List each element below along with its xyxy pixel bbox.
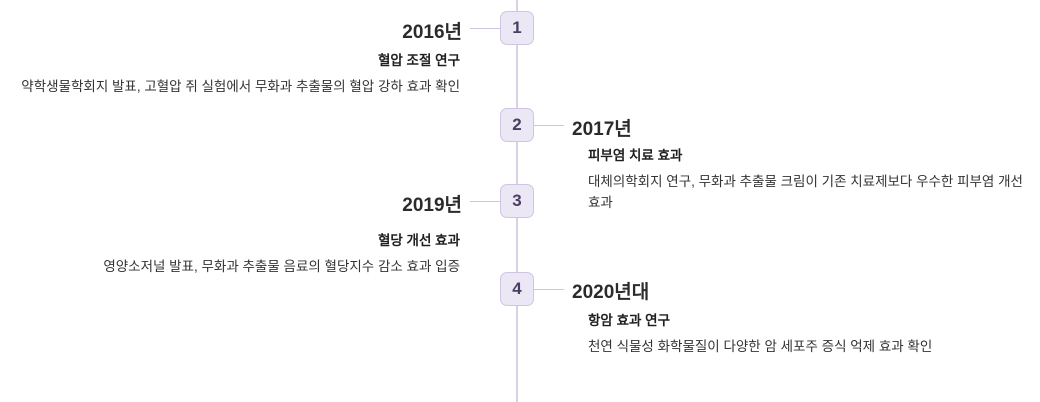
timeline-connector-1	[470, 28, 500, 29]
timeline-marker-2: 2	[500, 108, 534, 142]
timeline-year-3: 2019년	[402, 195, 462, 216]
timeline-connector-2	[534, 125, 564, 126]
timeline-marker-4: 4	[500, 272, 534, 306]
timeline-year-2: 2017년	[572, 119, 632, 140]
timeline-entry-4: 항암 효과 연구 천연 식물성 화학물질이 다양한 암 세포주 증식 억제 효과…	[588, 312, 1038, 357]
timeline-marker-number: 3	[512, 191, 522, 210]
timeline-entry-2: 피부염 치료 효과 대체의학회지 연구, 무화과 추출물 크림이 기존 치료제보…	[588, 147, 1038, 214]
timeline-entry-description-3: 영양소저널 발표, 무화과 추출물 음료의 혈당지수 감소 효과 입증	[103, 258, 460, 274]
timeline-entry-3: 혈당 개선 효과 영양소저널 발표, 무화과 추출물 음료의 혈당지수 감소 효…	[0, 232, 460, 277]
timeline-marker-3: 3	[500, 184, 534, 218]
timeline-entry-title-4: 항암 효과 연구	[588, 313, 671, 328]
timeline-entry-description-2: 대체의학회지 연구, 무화과 추출물 크림이 기존 치료제보다 우수한 피부염 …	[588, 173, 1023, 211]
timeline-year-1: 2016년	[402, 22, 462, 43]
timeline-year-4: 2020년대	[572, 282, 650, 303]
timeline-entry-description-1: 약학생물학회지 발표, 고혈압 쥐 실험에서 무화과 추출물의 혈압 강하 효과…	[21, 78, 460, 94]
timeline-entry-1: 혈압 조절 연구 약학생물학회지 발표, 고혈압 쥐 실험에서 무화과 추출물의…	[0, 52, 460, 97]
timeline-marker-number: 4	[512, 279, 522, 298]
timeline-entry-title-2: 피부염 치료 효과	[588, 148, 683, 163]
timeline-entry-title-3: 혈당 개선 효과	[377, 233, 460, 248]
timeline-marker-number: 2	[512, 115, 522, 134]
timeline-connector-4	[534, 289, 564, 290]
timeline-entry-description-4: 천연 식물성 화학물질이 다양한 암 세포주 증식 억제 효과 확인	[588, 338, 933, 354]
timeline-connector-3	[470, 201, 500, 202]
timeline-marker-number: 1	[512, 18, 522, 37]
timeline-marker-1: 1	[500, 11, 534, 45]
timeline-entry-title-1: 혈압 조절 연구	[377, 53, 460, 68]
